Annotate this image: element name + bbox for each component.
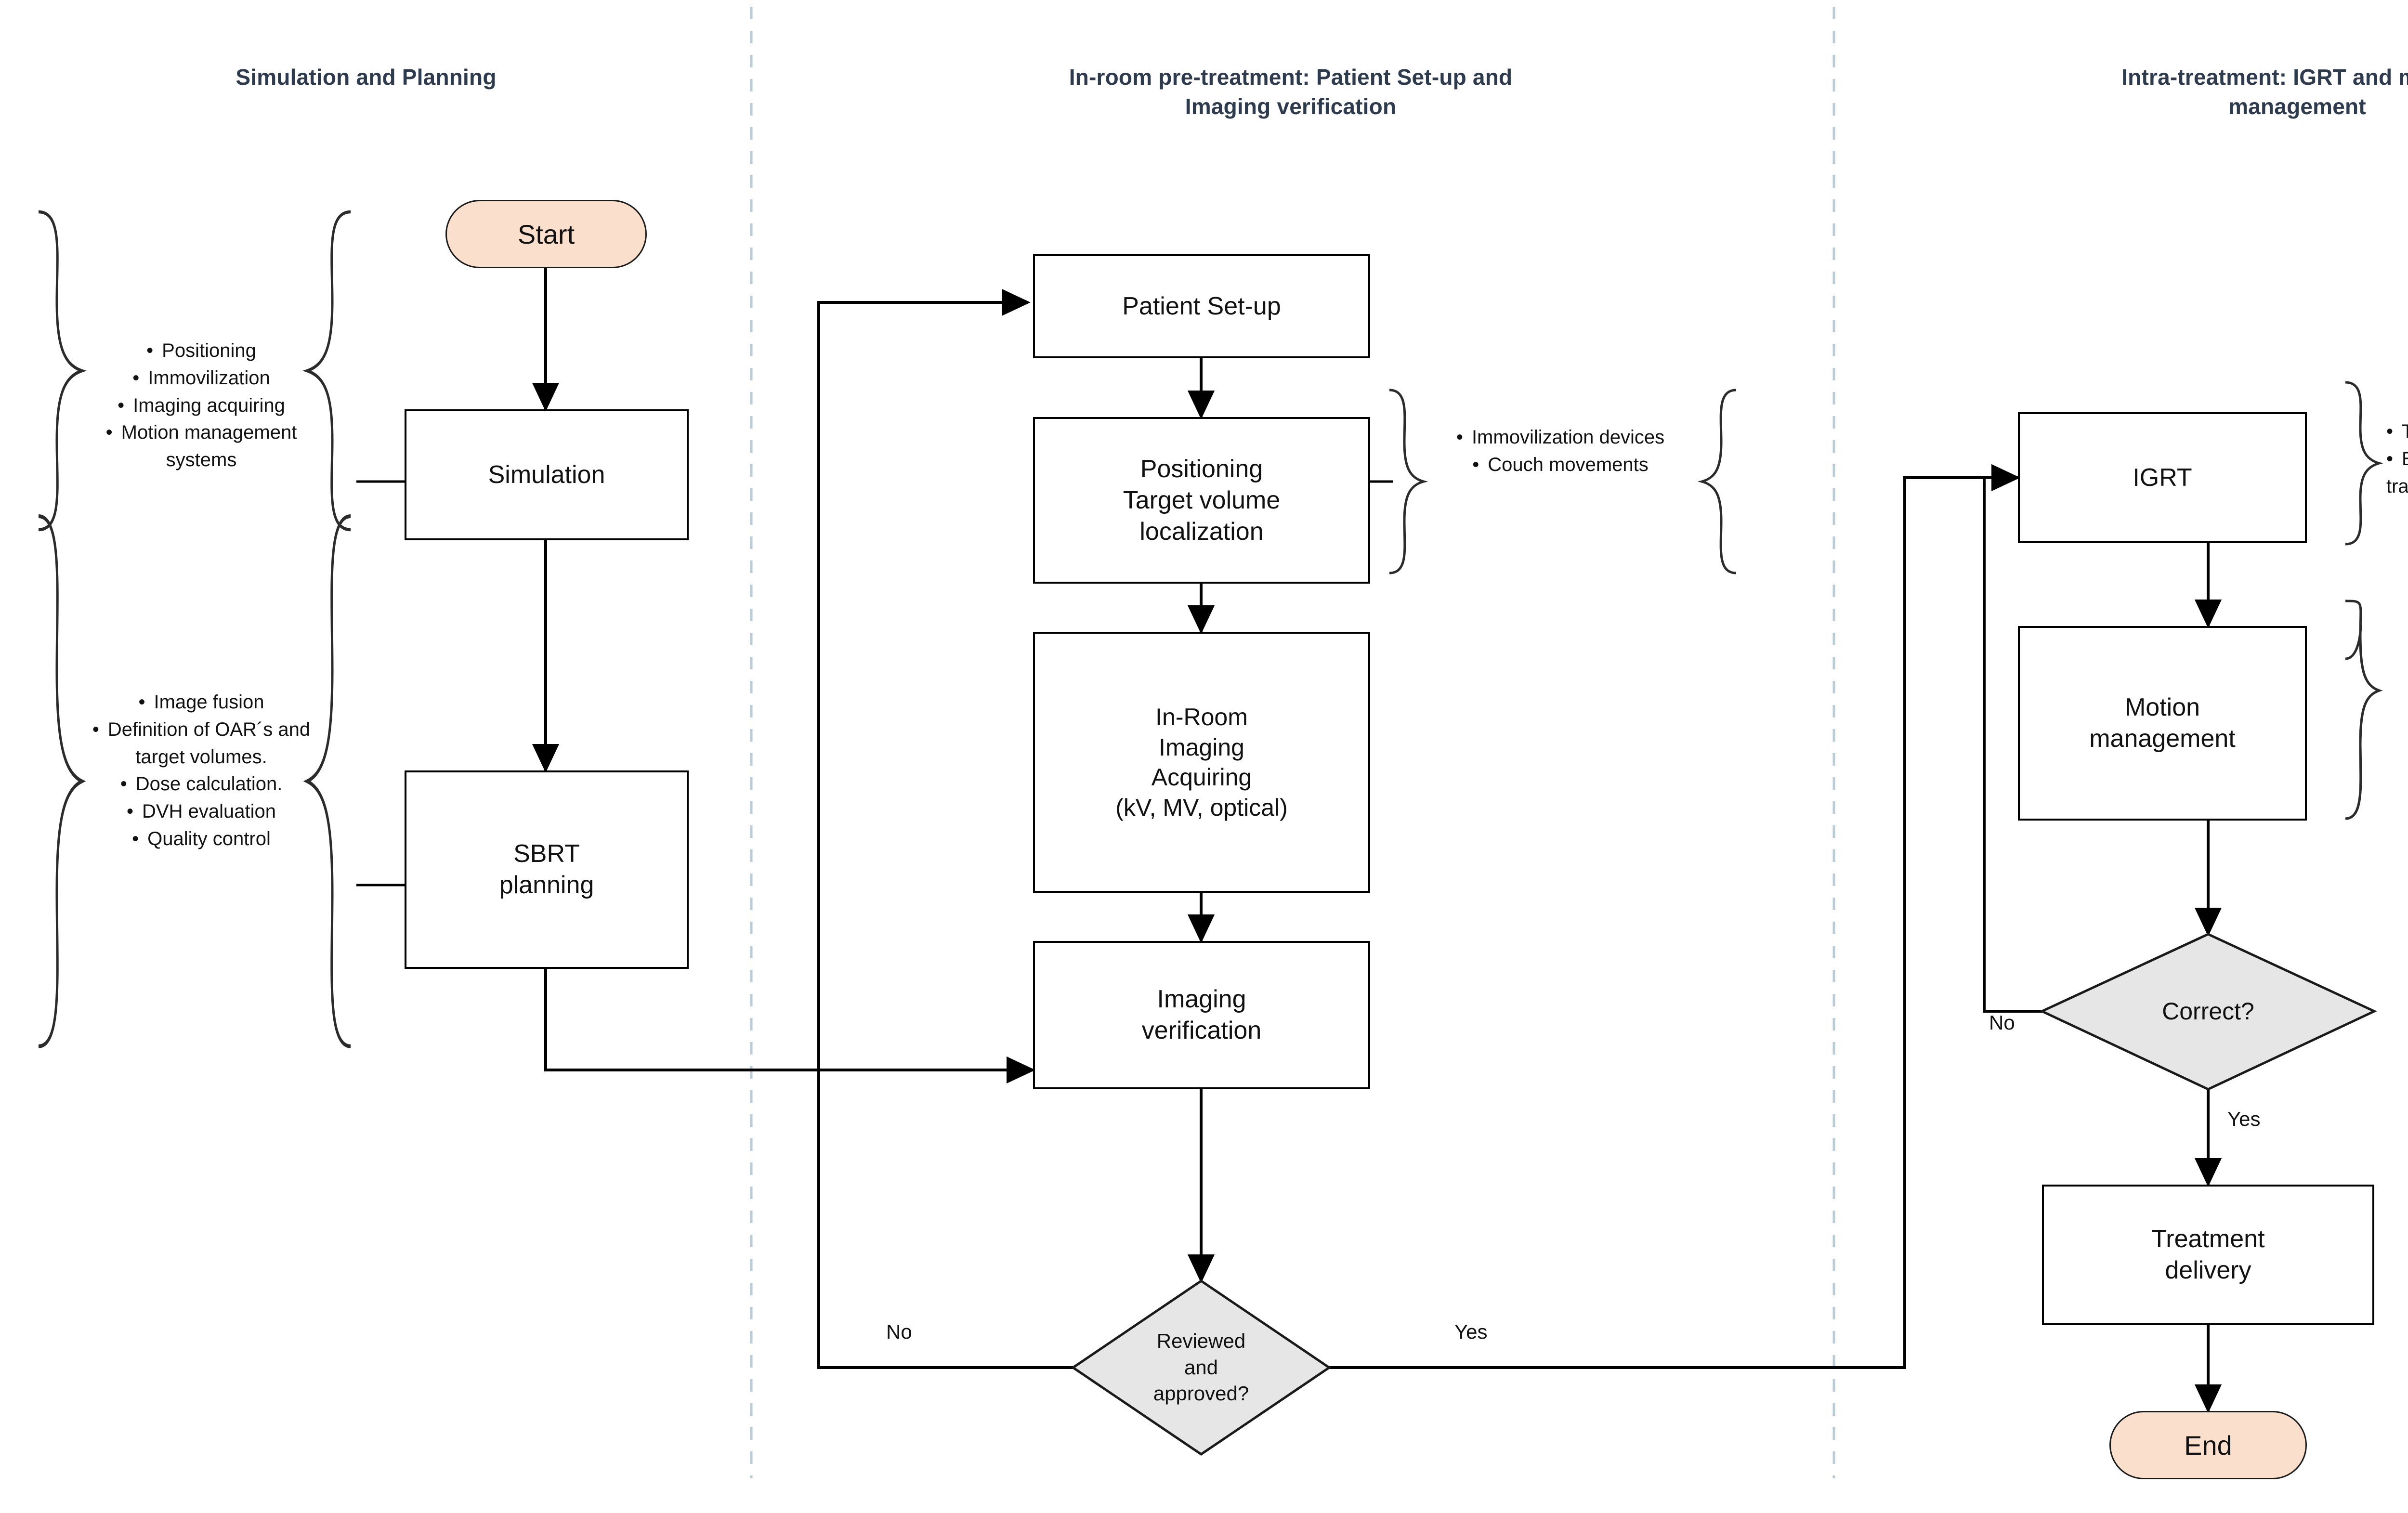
column-title-left: Simulation and Planning: [236, 65, 497, 90]
node-motion-management[interactable]: Motion management: [2018, 626, 2307, 821]
brace-igrt-inputs: [2345, 381, 2384, 546]
node-positioning[interactable]: Positioning Target volume localization: [1033, 417, 1370, 584]
annotation-positioning-inputs: Immovilization devices Couch movements: [1426, 424, 1695, 479]
column-title-middle-line2: Imaging verification: [1185, 93, 1397, 119]
column-title-right-line2: management: [2228, 93, 2366, 119]
edge-label-correct-no: No: [1989, 1011, 2015, 1034]
edge-label-reviewed-yes: Yes: [1454, 1320, 1488, 1343]
column-title-right-line1: Intra-treatment: IGRT and motion: [2121, 65, 2408, 90]
annotation-item: Breath-hold and Respiratory-gated techni…: [2386, 636, 2408, 717]
annotation-item: Immovilization: [77, 365, 326, 392]
node-simulation[interactable]: Simulation: [405, 409, 689, 540]
annotation-item: Positioning: [77, 337, 326, 365]
decision-correct-label[interactable]: Correct?: [2162, 997, 2254, 1025]
node-imaging-verification[interactable]: Imaging verification: [1033, 941, 1370, 1089]
column-title-middle-line1: In-room pre-treatment: Patient Set-up an…: [1069, 65, 1513, 90]
node-treatment-delivery[interactable]: Treatment delivery: [2042, 1185, 2374, 1325]
edge-reviewed-yes-to-igrt: [1318, 464, 2020, 1369]
annotation-item: Definition of OAR´s and target volumes.: [77, 716, 326, 771]
decision-shapes: [1071, 933, 2377, 1456]
edge-planning-to-imaging-verification: [544, 969, 1035, 1084]
column-title-right: Intra-treatment: IGRT and motion managem…: [1878, 63, 2408, 121]
decision-reviewed-shape: [1071, 1279, 1332, 1456]
node-end[interactable]: End: [2109, 1411, 2307, 1479]
annotation-item: DVH evaluation: [77, 798, 326, 825]
annotation-motion-inputs: Breath-hold and Respiratory-gated techni…: [2386, 636, 2408, 717]
brace-positioning-inputs: [1363, 389, 1737, 574]
annotation-simulation-inputs: Positioning Immovilization Imaging acqui…: [77, 337, 326, 474]
node-patient-setup[interactable]: Patient Set-up: [1033, 254, 1370, 358]
column-title-middle: In-room pre-treatment: Patient Set-up an…: [790, 63, 1792, 121]
column-divider: [750, 7, 1835, 1478]
node-start[interactable]: Start: [445, 200, 647, 268]
annotation-item: Tumor tracking: [2386, 418, 2408, 445]
node-sbrt-planning[interactable]: SBRT planning: [405, 770, 689, 969]
annotation-item: Immovilization devices: [1426, 424, 1695, 451]
annotation-igrt-inputs: Tumor tracking Electromagnetic transpond…: [2386, 418, 2408, 500]
edge-label-reviewed-no: No: [886, 1320, 912, 1343]
annotation-planning-inputs: Image fusion Definition of OAR´s and tar…: [77, 689, 326, 853]
annotation-item: Imaging acquiring: [77, 392, 326, 419]
node-inroom-imaging[interactable]: In-Room Imaging Acquiring (kV, MV, optic…: [1033, 632, 1370, 893]
decision-reviewed-label[interactable]: Reviewed and approved?: [1153, 1330, 1249, 1405]
annotation-item: Dose calculation.: [77, 770, 326, 798]
edge-reviewed-no-loop: [817, 288, 1085, 1369]
brace-motion-inputs: [2345, 600, 2383, 820]
annotation-item: Image fusion: [77, 689, 326, 716]
annotation-item: Quality control: [77, 825, 326, 853]
annotation-item: Electromagnetic transponders: [2386, 445, 2408, 500]
annotation-item: Couch movements: [1426, 451, 1695, 479]
decision-correct-shape: [2039, 933, 2377, 1091]
edge-label-correct-yes: Yes: [2227, 1108, 2261, 1130]
node-igrt[interactable]: IGRT: [2018, 412, 2307, 543]
annotation-item: Motion management systems: [77, 419, 326, 474]
